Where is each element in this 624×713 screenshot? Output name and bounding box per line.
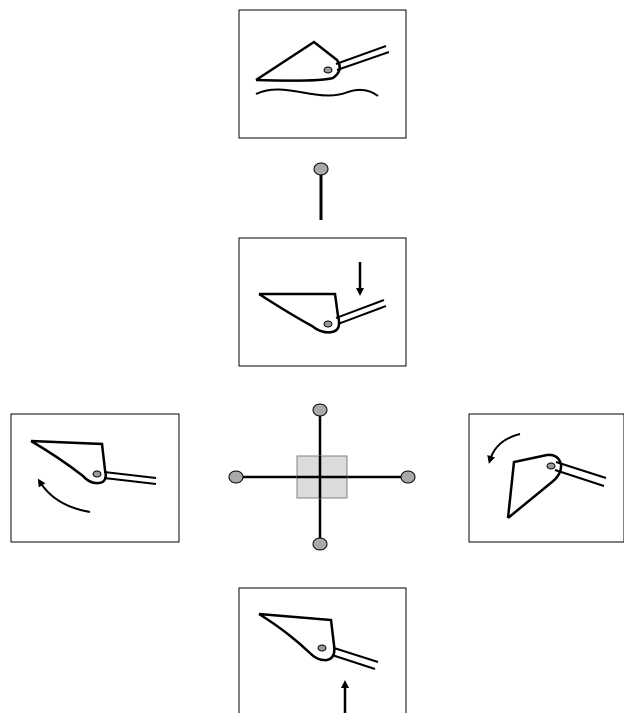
panel-top [238, 9, 407, 139]
bucket-pivot [323, 66, 333, 74]
bucket-raise-arrow-icon [258, 612, 379, 713]
joystick-knob-right [400, 470, 416, 484]
bucket-pivot [546, 462, 556, 470]
bucket-lower-arrow-icon [258, 262, 387, 334]
bucket-on-ground-icon [255, 40, 390, 97]
panel-left [10, 413, 180, 543]
joystick-knob-left [228, 470, 244, 484]
joystick-knob-down [312, 537, 328, 551]
bucket-pivot [317, 644, 327, 652]
panel-bottom [238, 587, 407, 713]
joystick-knob-up [312, 403, 328, 417]
bucket-curl-out-icon [487, 433, 607, 519]
bucket-curl-in-icon [30, 439, 157, 513]
bucket-pivot [323, 320, 333, 328]
panel-frame [468, 413, 624, 543]
bucket-pivot [92, 470, 102, 478]
panel-upper-middle [238, 237, 407, 367]
connector-pin [313, 162, 329, 220]
joystick-icon [228, 403, 416, 551]
panel-right [468, 413, 624, 543]
